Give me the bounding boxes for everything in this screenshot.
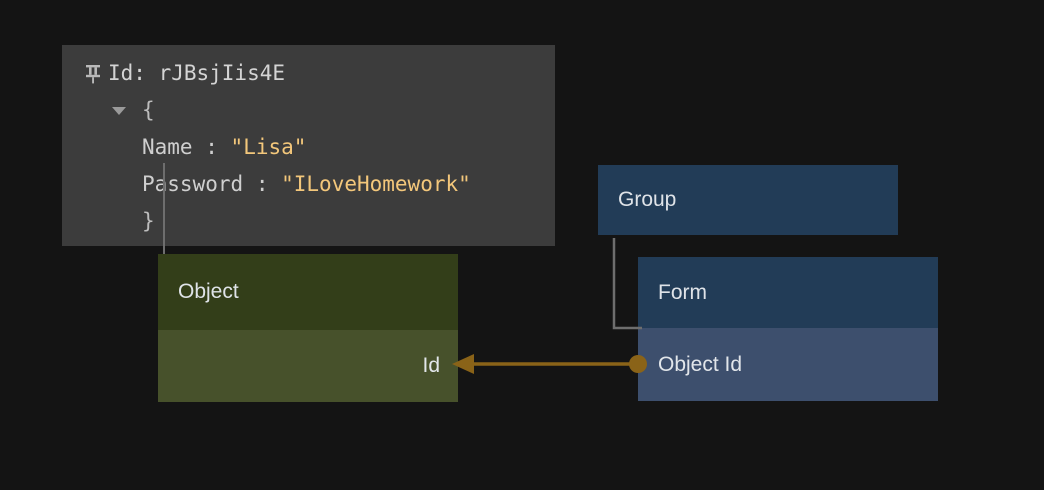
json-property-key: Password bbox=[142, 166, 243, 203]
node-object[interactable]: Object Id bbox=[158, 254, 458, 402]
json-property-separator: : bbox=[205, 129, 218, 166]
node-form-field-object-id[interactable]: Object Id bbox=[638, 328, 938, 401]
json-property-value: "Lisa" bbox=[231, 129, 307, 166]
json-brace-close: } bbox=[142, 203, 155, 240]
json-property-row: Name : "Lisa" bbox=[62, 129, 555, 166]
json-id-row: Id: rJBsjIis4E bbox=[62, 55, 555, 92]
node-group[interactable]: Group bbox=[598, 165, 898, 235]
json-property-row: Password : "ILoveHomework" bbox=[62, 166, 555, 203]
json-brace-open: { bbox=[130, 92, 155, 129]
json-property-separator: : bbox=[256, 166, 269, 203]
node-object-field-id[interactable]: Id bbox=[158, 330, 458, 402]
node-object-title: Object bbox=[158, 254, 458, 330]
json-property-key: Name bbox=[142, 129, 193, 166]
json-close-row: } bbox=[62, 203, 555, 240]
node-group-title: Group bbox=[598, 165, 898, 235]
relation-edge-connector[interactable] bbox=[448, 348, 653, 380]
containment-elbow-connector bbox=[612, 238, 652, 338]
pin-icon[interactable] bbox=[78, 64, 108, 84]
json-tooltip-panel: Id: rJBsjIis4E { Name : "Lisa" Password … bbox=[62, 45, 555, 246]
node-form[interactable]: Form Object Id bbox=[638, 257, 938, 401]
node-form-title: Form bbox=[638, 257, 938, 328]
json-id-label: Id: rJBsjIis4E bbox=[108, 55, 285, 92]
triangle-down-icon[interactable] bbox=[108, 107, 130, 115]
json-indent-guide bbox=[163, 163, 165, 255]
json-expand-row[interactable]: { bbox=[62, 92, 555, 129]
json-property-value: "ILoveHomework" bbox=[281, 166, 471, 203]
